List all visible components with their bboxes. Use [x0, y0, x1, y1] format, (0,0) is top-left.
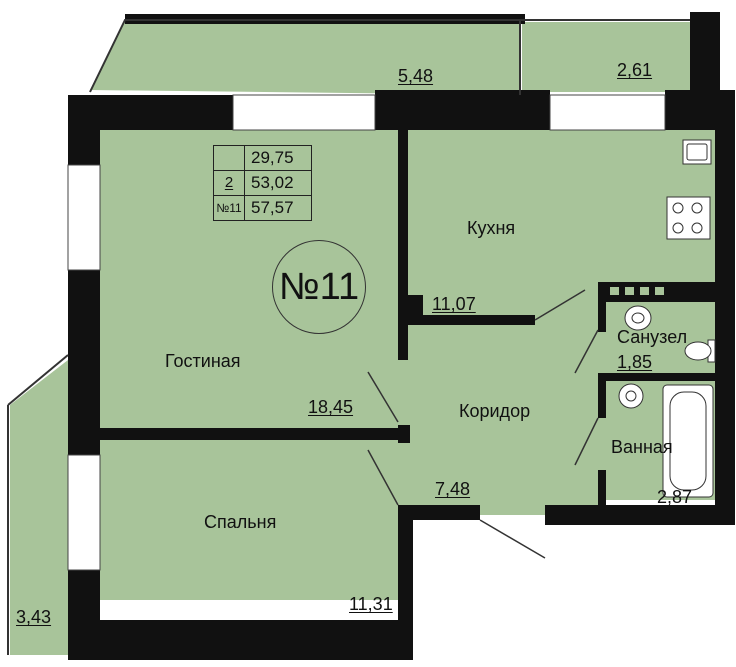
living-room-name: Гостиная: [165, 351, 241, 371]
window-living-left: [67, 164, 101, 271]
wall-bath-left-low: [598, 470, 606, 515]
wall-top-mid: [375, 90, 550, 130]
window-bedroom-left: [67, 454, 101, 571]
loggia-top-area: 5,48: [398, 66, 434, 86]
apartment-number-badge: №11: [272, 240, 366, 334]
wall-sanuzel-left: [598, 282, 606, 332]
washbasin-icon: [624, 305, 652, 331]
wall-bottom-stub: [405, 505, 480, 520]
bath-washbasin-icon: [618, 383, 644, 409]
loggia-railing: [7, 19, 690, 655]
wall-kitchen-corridor: [408, 315, 535, 325]
wall-left-mid: [68, 270, 100, 455]
corridor-name: Коридор: [459, 401, 531, 421]
wall-bath-top: [598, 373, 715, 381]
apartment-summary-table: 29,75 2 53,02 №11 57,57: [213, 145, 312, 221]
wall-living-bedroom: [100, 428, 405, 440]
corridor-area: 7,48: [435, 479, 471, 499]
summary-blank-cell: [213, 145, 245, 171]
wall-bath-left: [598, 373, 606, 418]
wall-bottom-right-vert: [398, 505, 413, 660]
total-with-balconies-value: 57,57: [244, 195, 312, 221]
living-area-value: 29,75: [244, 145, 312, 171]
kitchen-sink-icon: [682, 139, 712, 165]
window-living-top: [232, 94, 376, 131]
wall-left-upper: [68, 95, 100, 165]
bathtub-icon: [662, 384, 714, 498]
kitchen-name: Кухня: [467, 218, 516, 238]
rooms-count: 2: [213, 170, 245, 196]
bathroom-name: Ванная: [611, 437, 673, 457]
main-floor: [100, 128, 715, 600]
toilet-icon: [684, 339, 716, 363]
balcony-top-right-area: 2,61: [617, 60, 653, 80]
living-room-area: 18,45: [308, 397, 354, 417]
toilet-area: 1,85: [617, 352, 653, 372]
kitchen-area: 11,07: [432, 294, 476, 314]
loggia-top-floor: [90, 22, 520, 95]
wall-right: [715, 90, 735, 515]
windows: [67, 94, 666, 571]
wall-bottom: [68, 620, 413, 660]
wall-kitchen-nib: [405, 295, 423, 325]
bedroom-area: 11,31: [349, 594, 393, 614]
stove-icon: [666, 196, 711, 240]
door-swings: [367, 289, 599, 559]
floors: [10, 22, 715, 655]
toilet-name: Санузел: [617, 327, 688, 347]
walls: [68, 12, 735, 660]
wall-corridor-nib: [398, 425, 410, 443]
window-kitchen-top: [549, 94, 666, 131]
apartment-number-small: №11: [213, 195, 245, 221]
bedroom-name: Спальня: [204, 512, 277, 532]
balcony-left-area: 3,43: [16, 607, 52, 627]
wall-living-kitchen: [398, 130, 408, 360]
balcony-top-right-floor: [522, 22, 690, 92]
balcony-left-floor: [10, 360, 68, 655]
bathroom-area: 2,87: [657, 487, 693, 507]
total-area-value: 53,02: [244, 170, 312, 196]
ventilation-shaft-icon: [610, 287, 664, 295]
wall-bottom-right: [545, 505, 735, 525]
